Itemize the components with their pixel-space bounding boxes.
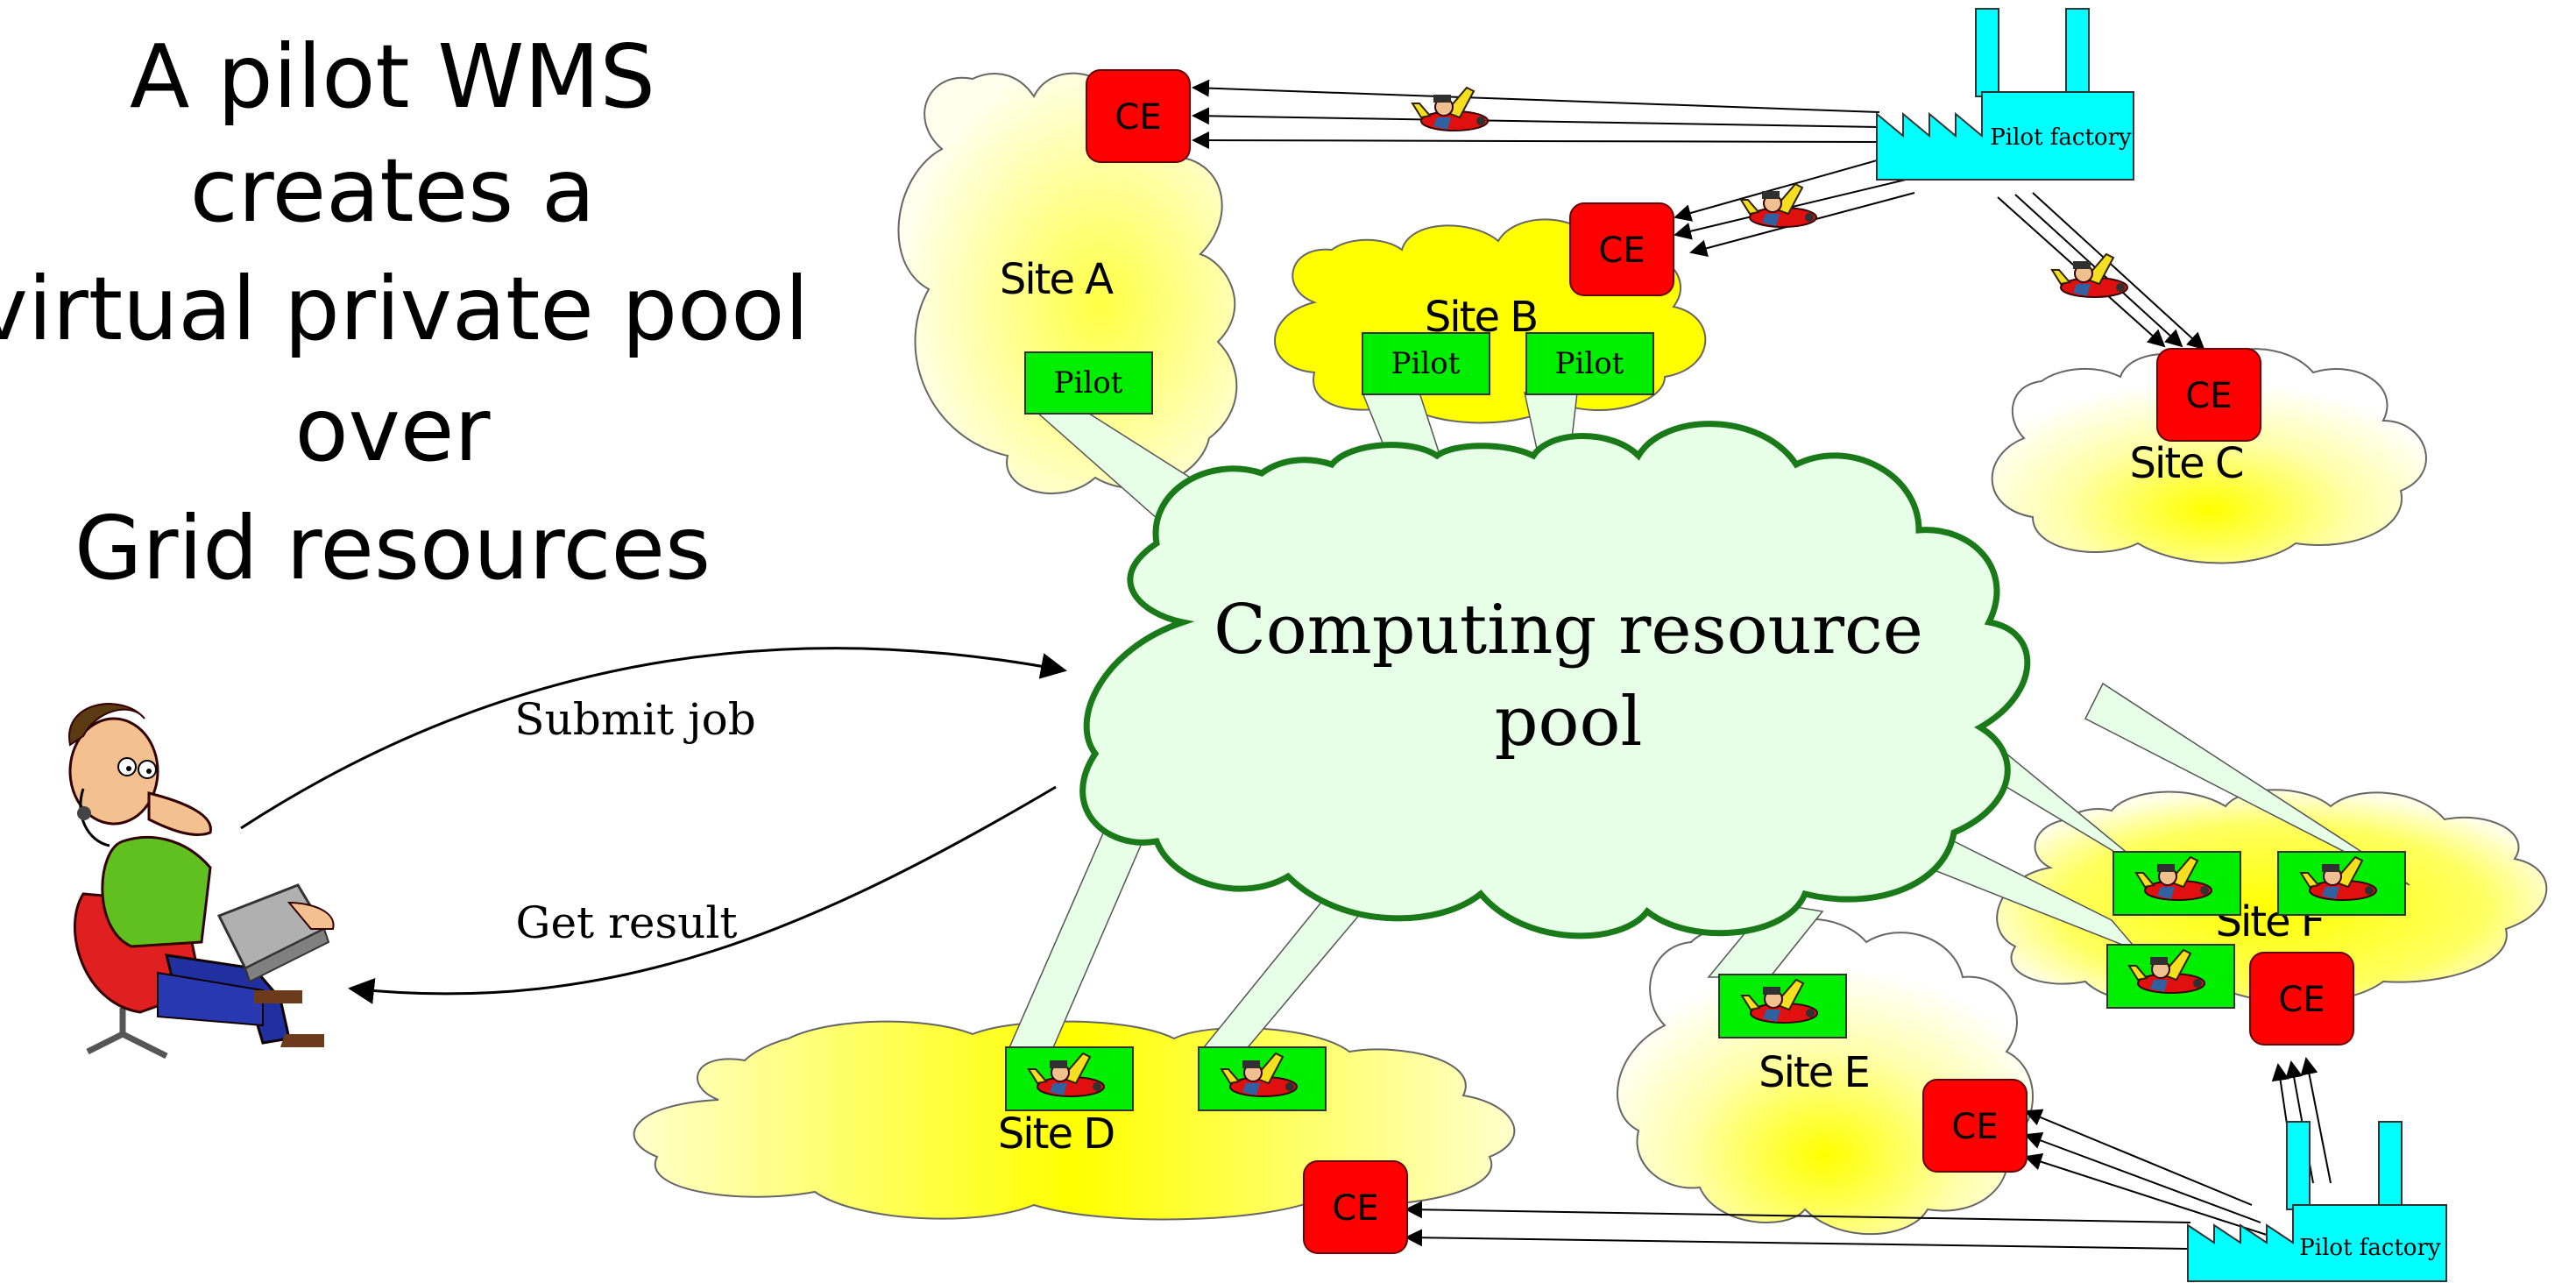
ce-site-b: CE: [1569, 202, 1674, 296]
pilot-factory-top: Pilot factory: [1876, 8, 2134, 181]
site-label-e: Site E: [1759, 1048, 1869, 1097]
factory-label: Pilot factory: [1990, 124, 2132, 151]
title-line-4: over: [295, 379, 492, 481]
pilot-factory-bottom: Pilot factory: [2187, 1121, 2447, 1282]
pilot-box-site-b-2: Pilot: [1525, 332, 1654, 395]
get-result-arrow: Get result: [348, 785, 1057, 1004]
ce-site-a: CE: [1086, 69, 1191, 163]
pilot-label: Pilot: [1391, 346, 1461, 381]
ce-label: CE: [1115, 97, 1161, 138]
site-label-c: Site C: [2130, 439, 2243, 488]
ce-label: CE: [1332, 1188, 1378, 1229]
flying-pilot-icon: [1740, 183, 1817, 228]
pilot-job-box-site-d-2: [1198, 1046, 1327, 1111]
pilot-job-box-site-e: [1718, 974, 1847, 1038]
slide-title: A pilot WMS creates a virtual private po…: [0, 25, 809, 599]
ce-site-f: CE: [2249, 952, 2354, 1046]
pilot-label: Pilot: [1054, 365, 1123, 400]
pilot-label: Pilot: [1555, 346, 1624, 381]
factory-icon: [1876, 8, 2134, 181]
site-label-a: Site A: [1000, 255, 1114, 304]
pilot-job-box-site-f-2: [2277, 851, 2406, 916]
user-with-laptop-icon: [68, 703, 335, 1060]
get-result-label: Get result: [516, 897, 738, 948]
title-line-2: creates a: [190, 139, 596, 242]
computing-resource-pool: Computing resource pool: [1079, 421, 2031, 939]
pool-label-line-1: Computing resource: [1214, 591, 1923, 670]
pilot-box-site-b-1: Pilot: [1362, 332, 1490, 395]
ce-label: CE: [1951, 1107, 1998, 1147]
ce-site-d: CE: [1303, 1160, 1408, 1254]
factory-icon: [2187, 1121, 2447, 1282]
flying-pilot-icon: [2051, 253, 2128, 298]
flying-pilot-icon: [1412, 87, 1489, 131]
pilot-job-box-site-f-3: [2106, 944, 2235, 1009]
title-line-5: Grid resources: [74, 497, 711, 599]
ce-label: CE: [1598, 230, 1645, 271]
pool-label-line-2: pool: [1495, 683, 1643, 762]
submit-job-arrow: Submit job: [240, 647, 1067, 830]
ce-site-e: CE: [1922, 1079, 2028, 1173]
submit-job-label: Submit job: [514, 694, 755, 745]
pilot-box-site-a: Pilot: [1024, 351, 1153, 415]
ce-site-c: CE: [2156, 348, 2261, 442]
site-label-d: Site D: [998, 1109, 1114, 1159]
ce-label: CE: [2185, 376, 2232, 416]
title-line-3: virtual private pool: [0, 258, 809, 360]
factory-arrows-bottom: [1405, 1057, 2332, 1250]
pilot-job-box-site-d-1: [1005, 1046, 1134, 1111]
factory-label: Pilot factory: [2299, 1235, 2441, 1261]
ce-label: CE: [2278, 980, 2325, 1020]
pilot-job-box-site-f-1: [2112, 851, 2241, 916]
title-line-1: A pilot WMS: [130, 25, 655, 128]
